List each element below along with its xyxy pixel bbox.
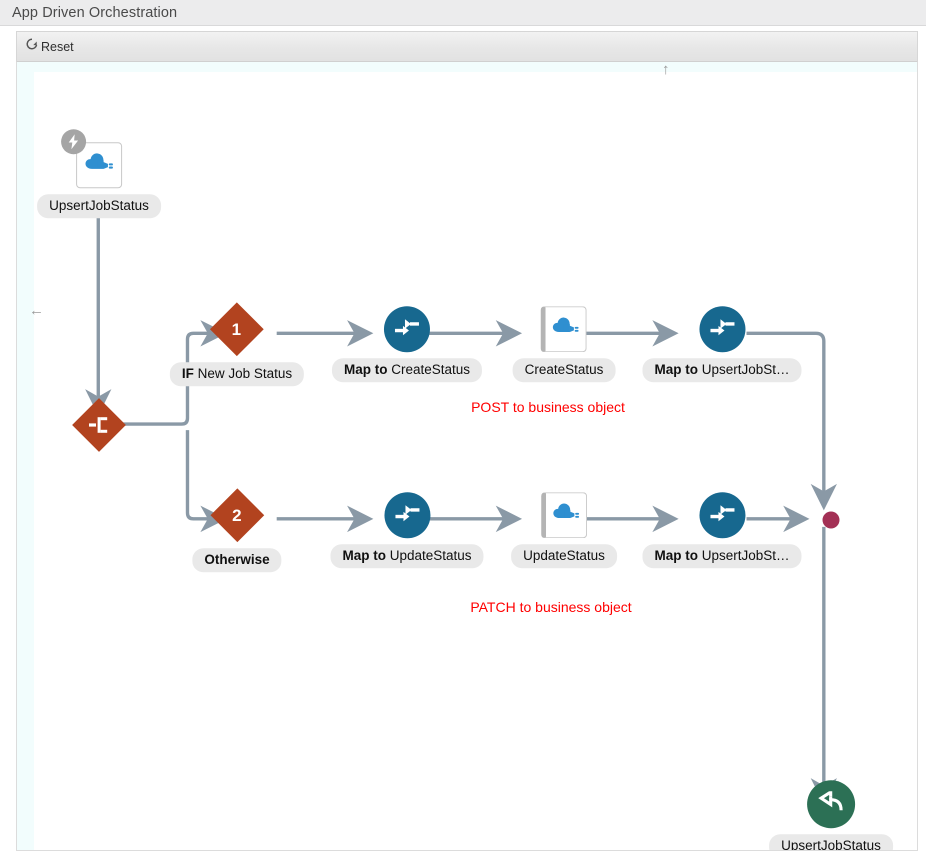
window-header: App Driven Orchestration bbox=[0, 0, 926, 26]
node-map-create[interactable]: Map to CreateStatus bbox=[331, 306, 483, 382]
node-start-label: UpsertJobStatus bbox=[37, 194, 161, 218]
map-arrows-icon bbox=[709, 503, 735, 528]
node-end-label: UpsertJobStatus bbox=[769, 834, 893, 850]
map-upsert-1-circle[interactable] bbox=[699, 306, 745, 353]
branch-1-annotation: POST to business object bbox=[471, 399, 625, 415]
map-arrows-icon bbox=[394, 317, 420, 342]
map-upsert-2-label: Map to UpsertJobSt… bbox=[642, 544, 802, 568]
branch-1-condition-text: New Job Status bbox=[197, 366, 293, 382]
branch-fork-icon bbox=[89, 416, 109, 434]
map-upsert-2-prefix: Map to bbox=[654, 548, 698, 564]
flow-canvas[interactable]: ↑ ← bbox=[16, 61, 918, 851]
merge-dot-icon[interactable] bbox=[822, 511, 840, 529]
map-upsert-2-circle[interactable] bbox=[699, 492, 745, 539]
refresh-icon bbox=[25, 37, 39, 56]
map-upsert-1-name: UpsertJobSt… bbox=[701, 362, 790, 378]
reset-button[interactable]: Reset bbox=[17, 35, 80, 58]
map-upsert-2-name: UpsertJobSt… bbox=[701, 548, 790, 564]
branch-1-number: 1 bbox=[232, 319, 242, 339]
branch-diamond[interactable] bbox=[72, 398, 126, 452]
branch-2-annotation: PATCH to business object bbox=[470, 599, 632, 615]
create-status-label: CreateStatus bbox=[512, 358, 616, 382]
lightning-bolt-icon bbox=[61, 129, 86, 155]
node-start[interactable]: UpsertJobStatus bbox=[37, 129, 161, 218]
return-arrow-icon bbox=[818, 788, 844, 818]
node-end[interactable]: UpsertJobStatus bbox=[769, 780, 893, 850]
node-branch-2-condition[interactable]: 2 Otherwise bbox=[192, 488, 282, 572]
map-upsert-1-prefix: Map to bbox=[654, 362, 698, 378]
create-status-card[interactable] bbox=[540, 306, 587, 353]
cloud-connector-icon bbox=[551, 501, 581, 529]
map-upsert-1-label: Map to UpsertJobSt… bbox=[642, 358, 802, 382]
map-arrows-icon bbox=[709, 317, 735, 342]
cloud-connector-icon bbox=[551, 315, 581, 343]
node-map-upsert-1[interactable]: Map to UpsertJobSt… bbox=[642, 306, 802, 382]
branch-2-condition-prefix: Otherwise bbox=[204, 552, 270, 568]
map-update-prefix: Map to bbox=[342, 548, 386, 564]
branch-2-diamond[interactable]: 2 bbox=[210, 488, 264, 543]
node-branch-1-condition[interactable]: 1 IF New Job Status bbox=[169, 302, 305, 386]
update-status-card[interactable] bbox=[541, 492, 587, 539]
branch-1-condition-prefix: IF bbox=[181, 366, 194, 382]
reset-button-label: Reset bbox=[41, 39, 74, 54]
node-map-upsert-2[interactable]: Map to UpsertJobSt… bbox=[642, 492, 802, 568]
map-arrows-icon bbox=[394, 503, 420, 528]
toolbar: Reset bbox=[16, 31, 918, 61]
node-update-status[interactable]: UpdateStatus bbox=[511, 492, 617, 568]
branch-1-condition-label: IF New Job Status bbox=[169, 362, 305, 386]
map-create-prefix: Map to bbox=[343, 362, 388, 378]
map-create-name: CreateStatus bbox=[391, 362, 471, 378]
map-create-circle[interactable] bbox=[384, 306, 430, 353]
start-connector-card[interactable] bbox=[61, 129, 122, 189]
update-status-label: UpdateStatus bbox=[511, 544, 617, 568]
node-map-update[interactable]: Map to UpdateStatus bbox=[330, 492, 484, 568]
canvas-gutter-left bbox=[17, 62, 34, 850]
end-node-circle[interactable] bbox=[807, 780, 855, 829]
node-branch[interactable] bbox=[72, 398, 126, 452]
map-update-circle[interactable] bbox=[383, 492, 430, 539]
map-update-name: UpdateStatus bbox=[389, 548, 472, 564]
map-create-label: Map to CreateStatus bbox=[331, 358, 483, 382]
branch-2-number: 2 bbox=[232, 505, 242, 525]
cloud-connector-icon bbox=[83, 151, 115, 180]
branch-1-diamond[interactable]: 1 bbox=[210, 302, 264, 357]
scroll-up-icon[interactable]: ↑ bbox=[662, 61, 670, 78]
scroll-left-icon[interactable]: ← bbox=[29, 302, 44, 319]
page-title: App Driven Orchestration bbox=[12, 4, 178, 21]
map-update-label: Map to UpdateStatus bbox=[330, 544, 484, 568]
branch-2-condition-label: Otherwise bbox=[192, 548, 282, 572]
canvas-gutter-top bbox=[17, 62, 917, 72]
node-create-status[interactable]: CreateStatus bbox=[512, 306, 616, 382]
